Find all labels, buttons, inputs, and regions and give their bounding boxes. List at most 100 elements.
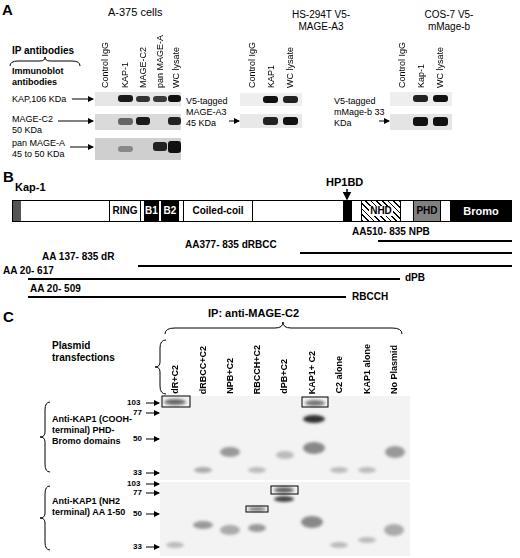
blot-band bbox=[263, 117, 278, 125]
figure-label: AA510- 835 NPB bbox=[352, 226, 430, 238]
blot-band bbox=[168, 141, 181, 153]
figure-label: Immunoblot antibodies bbox=[12, 66, 84, 88]
domain-label: NHD bbox=[369, 206, 393, 216]
figure-label: AA 137- 835 dR bbox=[42, 251, 114, 263]
domain-label: Coiled-coil bbox=[192, 206, 243, 216]
figure-label: Plasmid transfections bbox=[52, 340, 132, 364]
figure-label: 33 bbox=[133, 542, 142, 552]
figure-label: Anti-KAP1 (NH2 terminal) AA 1-50 bbox=[52, 496, 134, 518]
lane-label: dR+C2 bbox=[169, 365, 181, 394]
domain-box: Coiled-coil bbox=[183, 200, 253, 222]
blot-band bbox=[276, 451, 294, 459]
construct-line bbox=[378, 240, 512, 242]
figure-label: dPB bbox=[405, 272, 425, 284]
construct-line bbox=[138, 265, 512, 267]
lane-label: KAP1+ C2 bbox=[306, 351, 318, 394]
blot-strip bbox=[95, 138, 181, 160]
lane-label: dPB+C2 bbox=[278, 359, 290, 394]
figure-label: Anti-KAP1 (COOH-terminal) PHD-Bromo doma… bbox=[52, 414, 134, 446]
figure-label: 50 bbox=[133, 434, 142, 444]
lane-label: No Plasmid bbox=[388, 345, 400, 394]
blot-band bbox=[283, 117, 298, 125]
domain-label: PHD bbox=[416, 206, 437, 216]
lane-label: KAP1 bbox=[265, 65, 277, 88]
blot-band bbox=[118, 118, 133, 125]
brace bbox=[165, 322, 402, 334]
blot-band bbox=[248, 524, 266, 532]
pointer-arrow bbox=[58, 121, 93, 122]
figure-label: 77 bbox=[133, 408, 142, 418]
figure-label: AA 20- 509 bbox=[30, 283, 81, 295]
blot-band bbox=[168, 95, 181, 102]
protein-name: Kap-1 bbox=[15, 181, 46, 193]
figure-label: IP: anti-MAGE-C2 bbox=[208, 307, 299, 320]
pointer-arrow bbox=[379, 121, 389, 122]
blot-band bbox=[136, 96, 150, 102]
domain-box: B2 bbox=[161, 200, 179, 222]
lane-label: Kap-1 bbox=[415, 64, 427, 88]
domain-box: NHD bbox=[361, 200, 401, 222]
marker-arrow bbox=[146, 547, 159, 548]
blot-band bbox=[136, 117, 150, 125]
blot-band bbox=[305, 400, 325, 406]
domain-label: B1 bbox=[145, 206, 158, 216]
figure-label: 33 bbox=[133, 468, 142, 478]
brace bbox=[40, 402, 50, 472]
blot-band bbox=[330, 542, 348, 548]
figure-label: AA 20- 617 bbox=[3, 265, 54, 277]
band-highlight-box bbox=[302, 397, 328, 407]
panel-letter: A bbox=[2, 1, 13, 19]
brace bbox=[40, 486, 50, 550]
domain-box: RING bbox=[109, 200, 141, 222]
blot-band bbox=[118, 146, 133, 152]
blot-band bbox=[274, 487, 294, 493]
panel-letter: B bbox=[3, 168, 14, 186]
blot-band bbox=[153, 96, 167, 102]
domain-label: Bromo bbox=[463, 206, 498, 217]
blot-band bbox=[384, 524, 404, 536]
blot-strip bbox=[95, 92, 181, 106]
domain-segment bbox=[12, 200, 21, 222]
marker-arrow bbox=[146, 473, 159, 474]
domain-box: B1 bbox=[144, 200, 159, 222]
blot-band bbox=[248, 507, 266, 511]
lane-label: WC lysate bbox=[170, 47, 182, 88]
brace bbox=[10, 57, 80, 66]
blot-band bbox=[153, 142, 167, 151]
blot-band bbox=[193, 521, 213, 529]
blot-band bbox=[358, 467, 376, 473]
hp1bd-box bbox=[343, 200, 352, 222]
blot-band bbox=[220, 447, 240, 457]
blot-band bbox=[413, 117, 428, 126]
blot-strip bbox=[390, 114, 452, 130]
blot-strip bbox=[390, 92, 452, 106]
blot-strip bbox=[240, 114, 302, 128]
lane-label: KAP1 alone bbox=[361, 344, 373, 394]
figure-label: A-375 cells bbox=[108, 6, 162, 19]
figure-label: 50 bbox=[133, 509, 142, 519]
band-highlight-box bbox=[271, 486, 298, 494]
blot-band bbox=[168, 117, 181, 125]
figure-label: V5-tagged MAGE-A3 45 KDa bbox=[186, 96, 236, 128]
band-highlight-box bbox=[162, 396, 190, 407]
blot-strip bbox=[95, 114, 181, 130]
marker-arrow bbox=[146, 439, 159, 440]
blot-strip bbox=[240, 93, 302, 106]
construct-line bbox=[300, 252, 512, 254]
pointer-arrow bbox=[72, 99, 93, 100]
band-highlight-box bbox=[246, 506, 268, 512]
marker-arrow bbox=[146, 413, 159, 414]
protein-bar: Kap-1RINGB1B2Coiled-coilNHDPHDBromo bbox=[12, 200, 512, 222]
lane-label: Control IgG bbox=[246, 42, 258, 88]
lane-label: WC lysate bbox=[284, 47, 296, 88]
lane-label: Control IgG bbox=[396, 42, 408, 88]
blot-band bbox=[303, 415, 325, 423]
figure-label: HS-294T V5-MAGE-A3 bbox=[282, 9, 360, 33]
figure-label: HP1BD bbox=[326, 176, 363, 189]
figure-label: 77 bbox=[133, 488, 142, 498]
blot-band bbox=[166, 542, 184, 548]
figure-label: V5-tagged mMage-b 33 KDa bbox=[334, 96, 386, 128]
marker-arrow bbox=[146, 493, 159, 494]
blot-band bbox=[118, 95, 133, 102]
blot-band bbox=[220, 525, 240, 535]
